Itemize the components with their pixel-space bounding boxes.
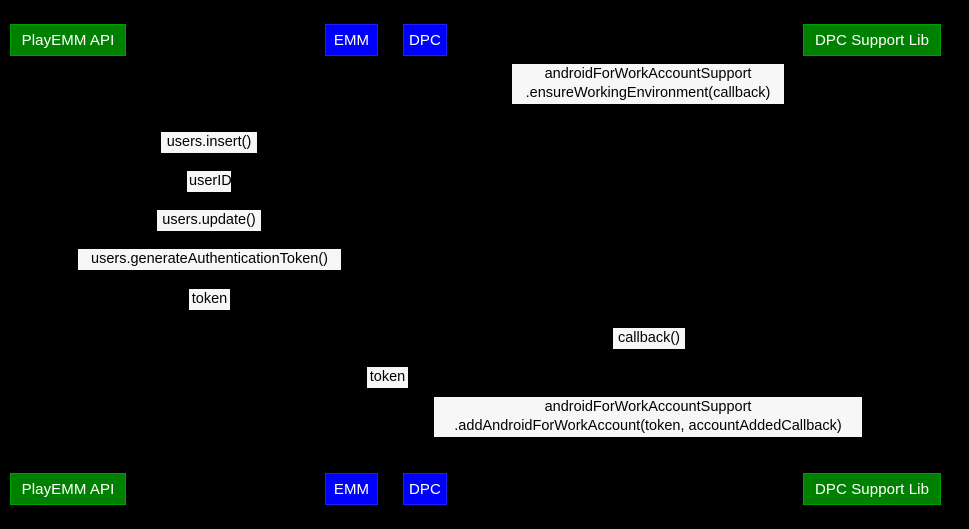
participant-footer-dpc-support-lib[interactable]: DPC Support Lib (803, 473, 941, 505)
message-label-user-id: userID (187, 171, 232, 192)
participant-footer-dpc[interactable]: DPC (403, 473, 447, 505)
participant-label: DPC (409, 480, 441, 498)
participant-label: EMM (333, 31, 370, 49)
participant-header-playemm-api[interactable]: PlayEMM API (10, 24, 126, 56)
participant-header-dpc-support-lib[interactable]: DPC Support Lib (803, 24, 941, 56)
message-label-users-update: users.update() (157, 210, 261, 231)
participant-label: EMM (333, 480, 370, 498)
participant-header-emm[interactable]: EMM (325, 24, 378, 56)
participant-footer-emm[interactable]: EMM (325, 473, 378, 505)
message-label-token-to-dpc: token (367, 367, 408, 388)
message-label-ensure-working-environment: androidForWorkAccountSupport .ensureWorki… (512, 64, 784, 104)
message-label-users-generate-authentication-token: users.generateAuthenticationToken() (78, 249, 341, 270)
message-label-line: users.insert() (166, 134, 252, 150)
message-label-line: androidForWorkAccountSupport (544, 66, 752, 82)
message-label-add-android-for-work-account: androidForWorkAccountSupport .addAndroidF… (434, 397, 862, 437)
message-label-line: users.generateAuthenticationToken() (91, 251, 328, 267)
participant-label: DPC (409, 31, 441, 49)
message-label-callback: callback() (613, 328, 685, 349)
message-label-users-insert: users.insert() (161, 132, 257, 153)
participant-footer-playemm-api[interactable]: PlayEMM API (10, 473, 126, 505)
participant-label: DPC Support Lib (814, 31, 930, 49)
message-label-line: token (191, 291, 228, 307)
participant-label: DPC Support Lib (814, 480, 930, 498)
message-label-line: androidForWorkAccountSupport (544, 399, 752, 415)
message-label-line: .ensureWorkingEnvironment(callback) (525, 85, 771, 101)
message-label-line: .addAndroidForWorkAccount(token, account… (454, 418, 842, 434)
message-label-line: users.update() (162, 212, 256, 228)
participant-header-dpc[interactable]: DPC (403, 24, 447, 56)
message-label-token-to-emm: token (189, 289, 230, 310)
message-label-line: userID (189, 173, 232, 189)
message-label-line: token (369, 369, 406, 385)
message-label-line: callback() (617, 330, 681, 346)
participant-label: PlayEMM API (21, 480, 115, 498)
participant-label: PlayEMM API (21, 31, 115, 49)
